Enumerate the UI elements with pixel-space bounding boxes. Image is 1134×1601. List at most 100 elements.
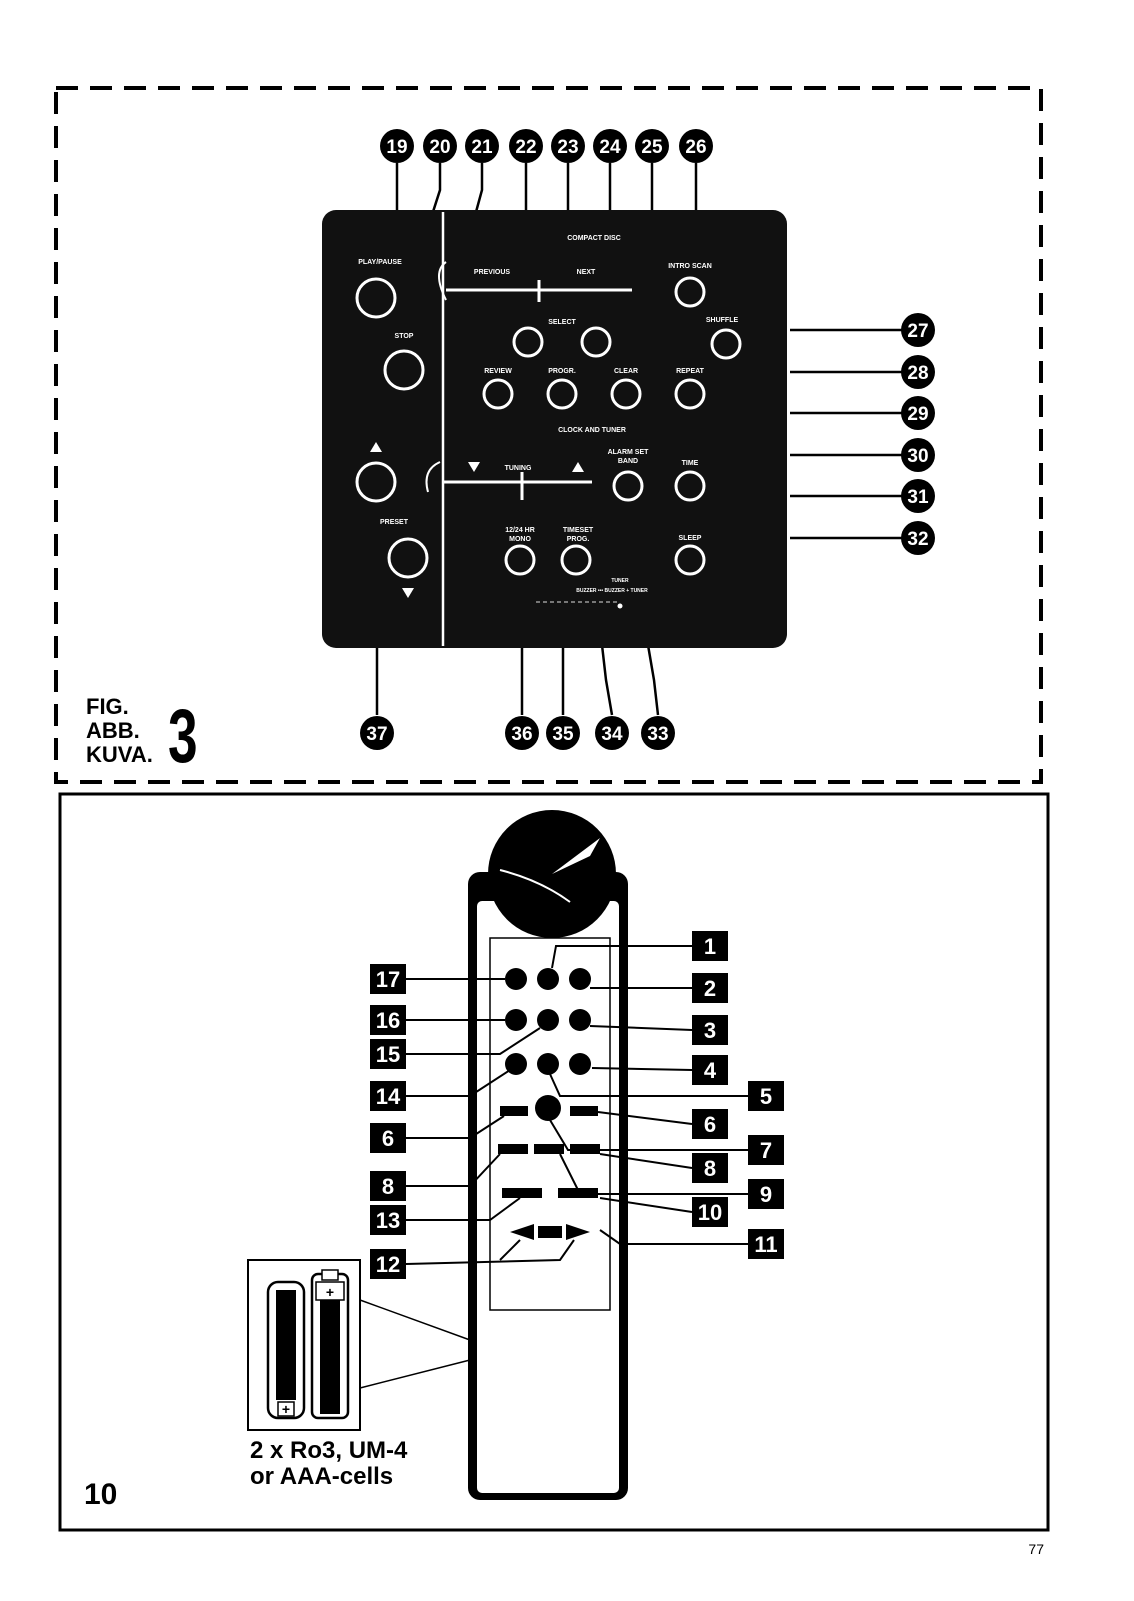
- callout-number: 27: [907, 321, 928, 342]
- callout-square: 2: [692, 973, 728, 1003]
- callout-number: 29: [907, 404, 928, 425]
- callout-number: 32: [907, 529, 928, 550]
- remote-rect-button[interactable]: [538, 1226, 562, 1238]
- remote-round-button[interactable]: [505, 968, 527, 990]
- label-tuning: TUNING: [505, 465, 532, 472]
- callout-circle: 19: [380, 129, 414, 163]
- remote-round-button[interactable]: [537, 968, 559, 990]
- tuner-switch-knob[interactable]: [617, 603, 623, 609]
- battery-right-plus: +: [326, 1284, 334, 1300]
- remote-keypad-area: [489, 937, 611, 1311]
- callout-circle: 32: [901, 521, 935, 555]
- callout-number: 14: [376, 1084, 401, 1109]
- callout-number: 37: [366, 724, 387, 745]
- shuffle-button[interactable]: [710, 328, 742, 360]
- callout-circle: 37: [360, 716, 394, 750]
- review-button[interactable]: [482, 378, 514, 410]
- select-right-button[interactable]: [580, 326, 612, 358]
- remote-round-button[interactable]: [537, 1009, 559, 1031]
- alarm-set-band-button[interactable]: [612, 470, 644, 502]
- callout-number: 23: [557, 137, 578, 158]
- callout-number: 13: [376, 1208, 400, 1233]
- cd-control-panel: [322, 210, 787, 648]
- remote-rect-button[interactable]: [502, 1188, 542, 1198]
- callout-number: 3: [704, 1018, 716, 1043]
- preset-down-button[interactable]: [387, 537, 429, 579]
- callout-square: 13: [370, 1205, 406, 1235]
- callout-number: 30: [907, 446, 928, 467]
- timeset-prog-button[interactable]: [560, 544, 592, 576]
- preset-up-button[interactable]: [355, 461, 397, 503]
- intro-scan-button[interactable]: [674, 276, 706, 308]
- remote-round-button[interactable]: [569, 1053, 591, 1075]
- callout-number: 12: [376, 1252, 400, 1277]
- callout-number: 1: [704, 934, 716, 959]
- time-button[interactable]: [674, 470, 706, 502]
- fig3-caption-kuva: KUVA.: [86, 742, 153, 767]
- remote-round-button[interactable]: [537, 1053, 559, 1075]
- label-repeat: REPEAT: [676, 368, 705, 375]
- label-sleep: SLEEP: [679, 535, 702, 542]
- label-tuner-buzzer: BUZZER ••• BUZZER + TUNER: [576, 588, 648, 594]
- label-time: TIME: [682, 460, 699, 467]
- label-timeset: TIMESET: [563, 527, 594, 534]
- play-pause-button[interactable]: [355, 277, 397, 319]
- callout-number: 8: [382, 1174, 394, 1199]
- clear-button[interactable]: [610, 378, 642, 410]
- select-left-button[interactable]: [512, 326, 544, 358]
- remote-rect-button[interactable]: [498, 1144, 528, 1154]
- remote-rect-button[interactable]: [534, 1144, 564, 1154]
- callout-square: 10: [692, 1197, 728, 1227]
- remote-rect-button[interactable]: [558, 1188, 598, 1198]
- label-stop: STOP: [395, 333, 414, 340]
- remote-left-arrow-button[interactable]: [510, 1224, 534, 1240]
- callout-square: 7: [748, 1135, 784, 1165]
- label-prog: PROG.: [567, 536, 590, 543]
- battery-inset: + +: [247, 1259, 471, 1431]
- callout-circle: 25: [635, 129, 669, 163]
- callout-circle: 21: [465, 129, 499, 163]
- repeat-button[interactable]: [674, 378, 706, 410]
- callout-circle: 20: [423, 129, 457, 163]
- stop-button[interactable]: [383, 349, 425, 391]
- preset-up-arrow-icon: [370, 442, 382, 452]
- callout-square: 9: [748, 1179, 784, 1209]
- cd-skip-slider[interactable]: [446, 280, 632, 302]
- callout-circle: 33: [641, 716, 675, 750]
- callout-number: 20: [429, 137, 450, 158]
- remote-round-button[interactable]: [505, 1053, 527, 1075]
- remote-center-button[interactable]: [535, 1095, 561, 1121]
- callout-number: 2: [704, 976, 716, 1001]
- callout-square: 1: [692, 931, 728, 961]
- label-tuner: TUNER: [611, 578, 629, 584]
- label-intro-scan: INTRO SCAN: [668, 263, 712, 270]
- remote-round-button[interactable]: [569, 1009, 591, 1031]
- callout-number: 10: [698, 1200, 722, 1225]
- fig10-figure-number: 10: [84, 1478, 117, 1511]
- callout-square: 16: [370, 1005, 406, 1035]
- hr-12-24-mono-button[interactable]: [504, 544, 536, 576]
- fig3-caption: FIG. ABB. KUVA. 3: [86, 694, 198, 779]
- remote-rect-button[interactable]: [570, 1106, 598, 1116]
- callout-number: 6: [382, 1126, 394, 1151]
- callout-circle: 27: [901, 313, 935, 347]
- sleep-button[interactable]: [674, 544, 706, 576]
- label-clear: CLEAR: [614, 368, 638, 375]
- fig10-frame: [58, 792, 1050, 1532]
- remote-rect-button[interactable]: [500, 1106, 528, 1116]
- label-clock-and-tuner: CLOCK AND TUNER: [558, 427, 626, 434]
- callout-number: 6: [704, 1112, 716, 1137]
- callout-circle: 34: [595, 716, 629, 750]
- callout-square: 6: [370, 1123, 406, 1153]
- callout-circle: 36: [505, 716, 539, 750]
- callout-square: 12: [370, 1249, 406, 1279]
- callout-square: 8: [370, 1171, 406, 1201]
- remote-round-button[interactable]: [569, 968, 591, 990]
- progr-button[interactable]: [546, 378, 578, 410]
- remote-round-button[interactable]: [505, 1009, 527, 1031]
- tuning-slider[interactable]: [443, 472, 592, 500]
- callout-number: 33: [647, 724, 668, 745]
- remote-right-arrow-button[interactable]: [566, 1224, 590, 1240]
